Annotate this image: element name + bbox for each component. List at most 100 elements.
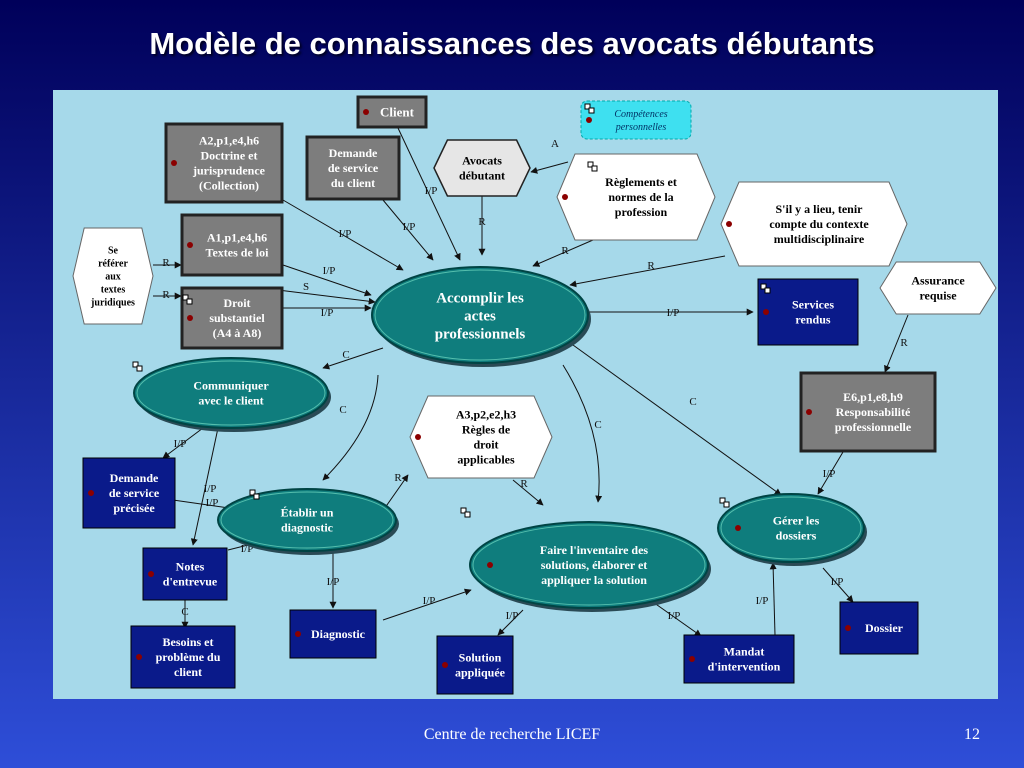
se-referer-label: référer (98, 259, 128, 270)
mandat-label: Mandat (724, 645, 765, 659)
besoins-label: client (174, 665, 202, 679)
link-arrow: I/P (588, 307, 754, 319)
accomplir-label: actes (464, 308, 496, 324)
link-label: I/P (425, 185, 438, 197)
link-arrow: S (277, 281, 376, 305)
bullet-marker (442, 662, 448, 668)
link-label: I/P (506, 610, 519, 622)
link-label: C (339, 404, 346, 416)
gerer-label: dossiers (776, 529, 817, 543)
link-label: I/P (327, 576, 340, 588)
bullet-marker (763, 309, 769, 315)
link-label: R (520, 478, 528, 490)
bullet-marker (415, 434, 421, 440)
etablir-label: diagnostic (281, 521, 334, 535)
bullet-marker (689, 656, 695, 662)
bullet-marker (187, 242, 193, 248)
link-label: C (181, 606, 188, 618)
sil-y-a-lieu-label: multidisciplinaire (774, 232, 865, 246)
diagnostic-node: Diagnostic (289, 609, 377, 659)
bullet-marker (586, 117, 592, 123)
demande-precisee-label: Demande (110, 471, 159, 485)
link-arrow: C (322, 347, 384, 370)
link-label: I/P (174, 438, 187, 450)
link-label: R (900, 337, 908, 349)
reglements-label: profession (615, 205, 668, 219)
link-label: C (689, 396, 696, 408)
knowledge-model-diagram: I/PI/PI/PRARRI/PI/PSRRI/PRCCCCI/PI/PI/PI… (72, 95, 997, 695)
link-label: I/P (668, 610, 681, 622)
sil-y-a-lieu-label: S'il y a lieu, tenir (776, 202, 864, 216)
link-arrow: I/P (283, 304, 372, 319)
page-number: 12 (964, 726, 980, 743)
e6-responsabilite-label: E6,p1,e8,h9 (843, 390, 903, 404)
bullet-marker (363, 109, 369, 115)
link-arrow: I/P (822, 567, 854, 603)
client-node: Client (356, 95, 428, 129)
link-arrow: I/P (190, 427, 219, 546)
accomplir-label: professionnels (435, 326, 526, 342)
link-label: I/P (423, 595, 436, 607)
se-referer-label: Se (108, 246, 119, 257)
link-label: C (342, 349, 349, 361)
link-arrow: R (478, 196, 486, 256)
reglements-label: Règlements et (605, 175, 677, 189)
link-label: A (551, 138, 559, 150)
link-arrow: R (532, 239, 594, 267)
a2-doctrine-label: Doctrine et (201, 149, 258, 163)
client-label: Client (380, 105, 415, 120)
link-label: I/P (667, 307, 680, 319)
submodel-icon (182, 294, 193, 305)
link-arrow: R (153, 257, 182, 269)
droit-substantiel-label: (A4 à A8) (213, 326, 262, 340)
communiquer-label: Communiquer (193, 379, 269, 393)
assurance-label: Assurance (911, 274, 965, 288)
link-arrow: R (569, 255, 726, 288)
bullet-marker (562, 194, 568, 200)
inventaire-label: Faire l'inventaire des (540, 543, 649, 557)
assurance-label: requise (919, 289, 957, 303)
competences-label: personnelles (615, 122, 667, 133)
link-label: I/P (756, 595, 769, 607)
link-arrow: I/P (497, 609, 524, 636)
submodel-icon (584, 103, 595, 114)
footer-text: Centre de recherche LICEF (423, 726, 601, 743)
submodel-icon (460, 507, 471, 518)
link-arrow: I/P (382, 588, 472, 621)
a3-regles-label: Règles de (462, 423, 511, 437)
bullet-marker (806, 409, 812, 415)
demande-precisee-label: de service (109, 486, 160, 500)
a3-regles-label: A3,p2,e2,h3 (456, 408, 516, 422)
link-label: I/P (323, 265, 336, 277)
avocats-label: Avocats (462, 154, 502, 168)
bullet-marker (88, 490, 94, 496)
sil-y-a-lieu-label: compte du contexte (769, 217, 869, 231)
link-label: I/P (339, 228, 352, 240)
avocats-label: débutant (459, 169, 505, 183)
link-label: I/P (206, 497, 219, 509)
se-referer-label: textes (101, 285, 126, 296)
link-arrow: I/P (162, 427, 204, 459)
bullet-marker (171, 160, 177, 166)
bullet-marker (735, 525, 741, 531)
link-arrow: C (322, 374, 379, 481)
bullet-marker (148, 571, 154, 577)
a2-doctrine-label: A2,p1,e4,h6 (199, 134, 259, 148)
bullet-marker (295, 631, 301, 637)
a1-textes-label: Textes de loi (206, 246, 270, 260)
communiquer-label: avec le client (198, 394, 263, 408)
etablir-label: Établir un (281, 506, 334, 520)
